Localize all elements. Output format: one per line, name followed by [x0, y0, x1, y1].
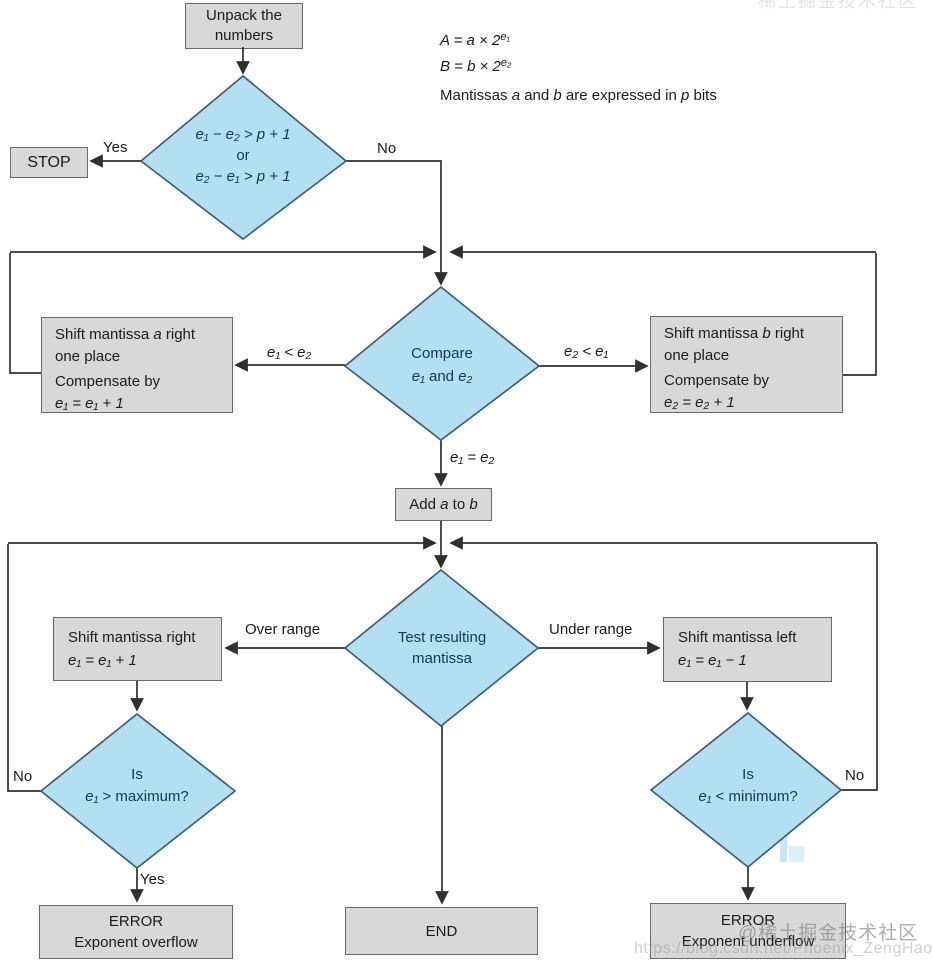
error-title: ERROR: [108, 913, 164, 930]
end-label: END: [425, 922, 458, 940]
formula-b: B = b × 2e₂: [440, 57, 512, 75]
terminator-stop: STOP: [10, 147, 88, 178]
process-shift-mantissa-left: Shift mantissa left e₁ = e₁ − 1: [663, 617, 832, 682]
process-line: Compensate by: [55, 373, 161, 390]
decision-test-mantissa-text: Test resulting mantissa: [397, 629, 487, 667]
watermark-url: https://blog.csdn.net/Phoenix_ZengHao: [634, 940, 933, 957]
process-add-a-to-b: Add a to b: [395, 488, 492, 521]
decision-test-mantissa: [343, 568, 540, 728]
error-detail: Exponent overflow: [74, 934, 198, 951]
process-unpack-numbers: Unpack the numbers: [185, 3, 303, 49]
edge-label-over-range: Over range: [245, 621, 321, 638]
edge-label-e1-eq-e2: e₁ = e₂: [450, 449, 495, 466]
process-line: e₁ = e₁ + 1: [55, 395, 124, 412]
process-line: Shift mantissa a right: [55, 326, 196, 343]
loop-no-left-return: [7, 544, 41, 792]
stop-label: STOP: [27, 153, 71, 171]
formula-a: A = a × 2e₁: [440, 31, 510, 49]
loop-shift-b-return: [843, 253, 877, 376]
decision-e1-maximum-text: Is e₁ > maximum?: [85, 766, 189, 805]
note-mantissas: Mantissas a and b are expressed in p bit…: [440, 87, 717, 104]
edge-d1-no-branch: [346, 160, 442, 252]
edge-label-no-left: No: [13, 768, 33, 785]
loop-no-right-return: [841, 544, 878, 791]
process-line: Shift mantissa right: [68, 629, 196, 646]
cyan-artifact: [780, 833, 787, 862]
process-label: Add a to b: [409, 496, 478, 513]
decision-e1-minimum-text: Is e₁ < minimum?: [698, 766, 798, 805]
error-detail: Exponent underflow: [681, 933, 815, 950]
decision-compare-text: Compare e₁ and e₂: [411, 345, 473, 385]
process-line: e₁ = e₁ + 1: [68, 652, 137, 669]
edge-label-e2-lt-e1: e₂ < e₁: [564, 343, 609, 360]
process-shift-mantissa-right: Shift mantissa right e₁ = e₁ + 1: [53, 617, 222, 681]
process-line: Shift mantissa b right: [664, 325, 805, 342]
process-line: one place: [664, 347, 730, 364]
error-title: ERROR: [720, 912, 776, 929]
decision-exponent-difference-text: e₁ − e₂ > p + 1 or e₂ − e₁ > p + 1: [195, 126, 291, 185]
decision-exponent-difference: [139, 74, 348, 241]
decision-e1-minimum: [649, 711, 843, 869]
decision-e1-maximum: [39, 712, 237, 870]
process-shift-mantissa-b: Shift mantissa b right one place Compens…: [650, 316, 843, 413]
process-line: Compensate by: [664, 372, 770, 389]
edge-label-no-right: No: [845, 767, 865, 784]
watermark-community: @稀土掘金技术社区: [738, 923, 919, 944]
watermark-top-fragment: 稀土掘金技术社区: [758, 0, 918, 11]
process-line: Shift mantissa left: [678, 629, 797, 646]
edge-label-e1-lt-e2: e₁ < e₂: [267, 344, 312, 361]
process-line: e₂ = e₂ + 1: [664, 394, 735, 411]
loop-shift-a-return: [9, 253, 41, 374]
edge-label-yes: Yes: [103, 139, 128, 156]
decision-compare-exponents: [343, 285, 541, 442]
process-line: one place: [55, 348, 121, 365]
cyan-artifact: [789, 846, 804, 862]
terminator-error-underflow: ERROR Exponent underflow: [650, 903, 846, 959]
terminator-error-overflow: ERROR Exponent overflow: [39, 905, 233, 959]
edge-label-yes-left: Yes: [140, 871, 165, 888]
process-shift-mantissa-a: Shift mantissa a right one place Compens…: [41, 317, 233, 413]
edge-label-no: No: [377, 140, 397, 157]
terminator-end: END: [345, 907, 538, 955]
edge-label-under-range: Under range: [549, 621, 633, 638]
process-line: e₁ = e₁ − 1: [678, 652, 747, 669]
process-label: Unpack the numbers: [206, 7, 282, 44]
